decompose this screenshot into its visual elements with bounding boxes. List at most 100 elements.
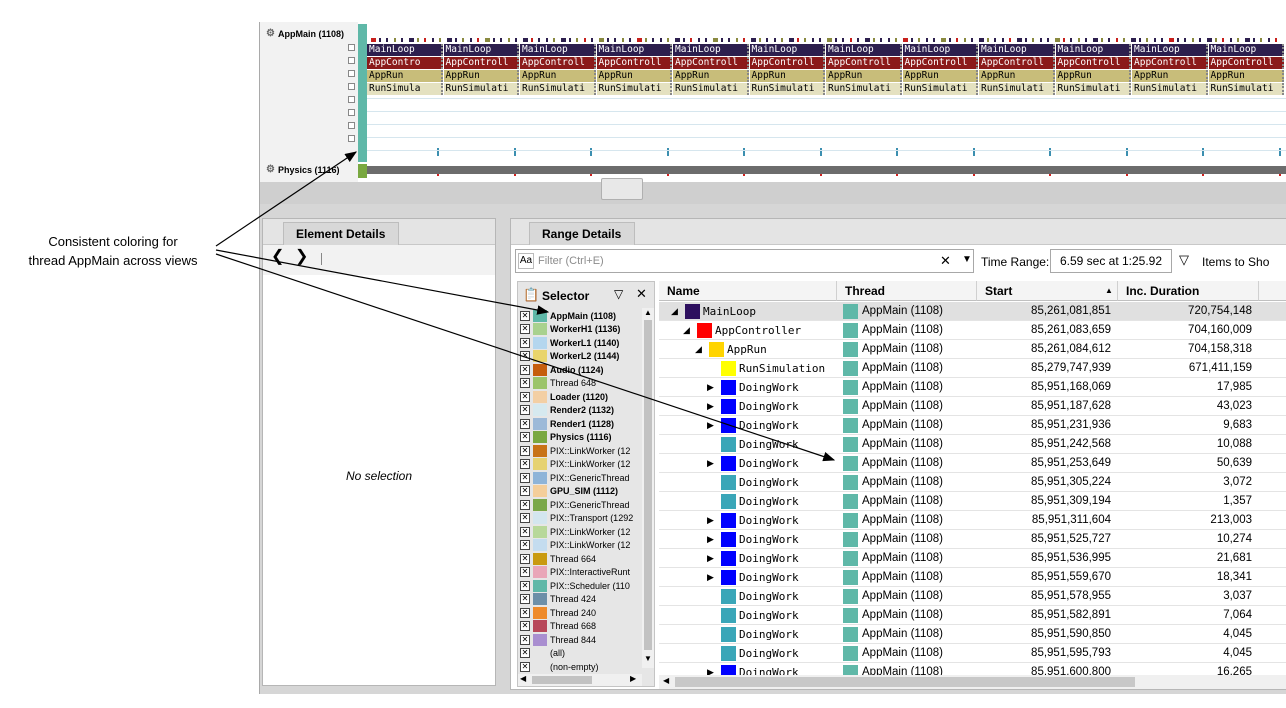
chevron-down-icon[interactable]: ▼: [962, 254, 972, 265]
selector-checkbox[interactable]: ✕: [520, 607, 530, 618]
timeline-event-0[interactable]: MainLoop: [902, 44, 978, 56]
selector-checkbox[interactable]: ✕: [520, 499, 530, 510]
timeline-event-2[interactable]: AppRun: [520, 70, 596, 82]
column-header-inc-duration[interactable]: Inc. Duration: [1118, 281, 1259, 301]
timeline-event-0[interactable]: MainLoop: [367, 44, 443, 56]
timeline-event-3[interactable]: RunSimulati: [749, 83, 825, 95]
lane-checkbox[interactable]: [348, 109, 355, 116]
expand-icon[interactable]: ▶: [707, 458, 714, 468]
timeline-thread-appmain[interactable]: ⚙ AppMain (1108): [266, 28, 344, 39]
expand-icon[interactable]: ▶: [707, 401, 714, 411]
table-hscroll-thumb[interactable]: [675, 677, 1135, 687]
timeline-event-1[interactable]: AppControll: [749, 57, 825, 69]
timeline-event-1[interactable]: AppControll: [1055, 57, 1131, 69]
timeline-event-2[interactable]: AppRun: [749, 70, 825, 82]
timeline-event-3[interactable]: RunSimulati: [826, 83, 902, 95]
selector-item[interactable]: ✕Thread 668: [520, 620, 642, 634]
selector-item[interactable]: ✕PIX::LinkWorker (12: [520, 539, 642, 553]
timeline-event-0[interactable]: MainLoop: [520, 44, 596, 56]
timeline-event-1[interactable]: AppControll: [596, 57, 672, 69]
timeline-event-2[interactable]: AppRun: [443, 70, 519, 82]
collapse-icon[interactable]: ◢: [671, 306, 678, 316]
timeline-event-2[interactable]: AppRun: [902, 70, 978, 82]
selector-item[interactable]: ✕Render1 (1128): [520, 417, 642, 431]
selector-checkbox[interactable]: ✕: [520, 418, 530, 429]
selector-item[interactable]: ✕(non-empty): [520, 660, 642, 674]
items-to-show-label[interactable]: Items to Sho: [1202, 255, 1270, 269]
lane-checkbox[interactable]: [348, 96, 355, 103]
selector-checkbox[interactable]: ✕: [520, 310, 530, 321]
timeline-event-0[interactable]: MainLoop: [443, 44, 519, 56]
timeline-thread-physics[interactable]: ⚙ Physics (1116): [266, 164, 340, 175]
back-arrow-icon[interactable]: ❮: [271, 248, 285, 265]
selector-item[interactable]: ✕Thread 424: [520, 593, 642, 607]
scroll-up-icon[interactable]: ▲: [644, 308, 652, 317]
selector-item[interactable]: ✕Render2 (1132): [520, 404, 642, 418]
timeline-event-1[interactable]: AppControll: [1208, 57, 1284, 69]
clear-icon[interactable]: ✕: [940, 253, 951, 268]
timeline-event-3[interactable]: RunSimula: [367, 83, 443, 95]
selector-checkbox[interactable]: ✕: [520, 513, 530, 524]
selector-item[interactable]: ✕PIX::Transport (1292: [520, 512, 642, 526]
selector-item[interactable]: ✕PIX::LinkWorker (12: [520, 525, 642, 539]
selector-checkbox[interactable]: ✕: [520, 432, 530, 443]
selector-item[interactable]: ✕Thread 648: [520, 377, 642, 391]
selector-item[interactable]: ✕Thread 844: [520, 633, 642, 647]
selector-checkbox[interactable]: ✕: [520, 553, 530, 564]
gear-icon[interactable]: ⚙: [266, 164, 275, 175]
timeline-event-1[interactable]: AppControll: [520, 57, 596, 69]
scroll-left-icon[interactable]: ◀: [520, 674, 527, 683]
selector-checkbox[interactable]: ✕: [520, 405, 530, 416]
timeline-event-2[interactable]: AppRun: [1132, 70, 1208, 82]
selector-checkbox[interactable]: ✕: [520, 634, 530, 645]
selector-item[interactable]: ✕PIX::InteractiveRunt: [520, 566, 642, 580]
timeline-event-0[interactable]: MainLoop: [749, 44, 825, 56]
column-header-start[interactable]: Start ▲: [977, 281, 1118, 301]
table-horizontal-scrollbar[interactable]: ◀: [659, 675, 1286, 689]
selector-item[interactable]: ✕Loader (1120): [520, 390, 642, 404]
timeline-event-2[interactable]: AppRun: [1208, 70, 1284, 82]
close-icon[interactable]: ✕: [636, 286, 647, 301]
tab-element-details[interactable]: Element Details: [283, 222, 399, 245]
filter-input[interactable]: Aa Filter (Ctrl+E) ✕ ▼: [515, 249, 974, 273]
filter-funnel-icon[interactable]: ▽: [1179, 252, 1189, 267]
lane-checkbox[interactable]: [348, 57, 355, 64]
timeline-event-3[interactable]: RunSimulati: [443, 83, 519, 95]
lane-checkbox[interactable]: [348, 135, 355, 142]
selector-checkbox[interactable]: ✕: [520, 621, 530, 632]
timeline-view[interactable]: ⚙ AppMain (1108) ⚙ Physics (1116) MainLo…: [260, 22, 1286, 204]
timeline-event-0[interactable]: MainLoop: [979, 44, 1055, 56]
timeline-event-2[interactable]: AppRun: [1055, 70, 1131, 82]
timeline-event-0[interactable]: MainLoop: [826, 44, 902, 56]
timeline-event-1[interactable]: AppControll: [979, 57, 1055, 69]
selector-checkbox[interactable]: ✕: [520, 391, 530, 402]
expand-icon[interactable]: ▶: [707, 572, 714, 582]
timeline-event-2[interactable]: AppRun: [979, 70, 1055, 82]
selector-checkbox[interactable]: ✕: [520, 580, 530, 591]
selector-scroll-thumb[interactable]: [644, 320, 652, 650]
scroll-right-icon[interactable]: ▶: [630, 674, 637, 683]
timeline-event-1[interactable]: AppControll: [443, 57, 519, 69]
expand-icon[interactable]: ▶: [707, 515, 714, 525]
scroll-left-icon[interactable]: ◀: [663, 676, 670, 685]
tab-range-details[interactable]: Range Details: [529, 222, 635, 245]
selector-checkbox[interactable]: ✕: [520, 364, 530, 375]
column-header-name[interactable]: Name: [659, 281, 837, 301]
selector-checkbox[interactable]: ✕: [520, 472, 530, 483]
timeline-event-1[interactable]: AppControll: [673, 57, 749, 69]
timeline-event-2[interactable]: AppRun: [367, 70, 443, 82]
timeline-event-3[interactable]: RunSimulati: [673, 83, 749, 95]
timeline-event-0[interactable]: MainLoop: [1132, 44, 1208, 56]
time-range-input[interactable]: 6.59 sec at 1:25.92: [1050, 249, 1172, 273]
